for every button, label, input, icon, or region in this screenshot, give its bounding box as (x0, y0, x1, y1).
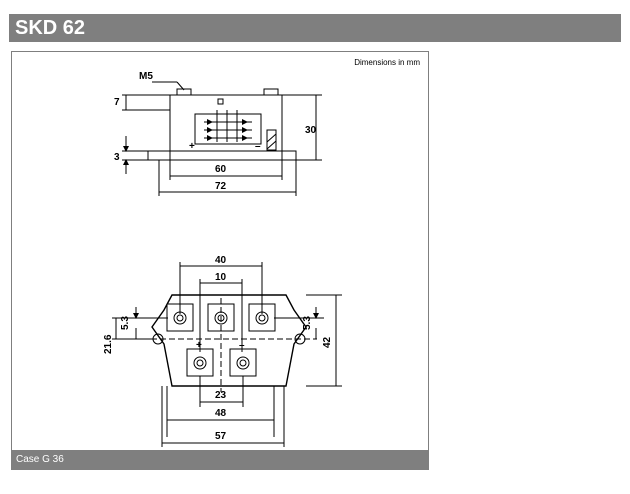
top-dim-57: 57 (215, 431, 227, 442)
case-label: Case G 36 (12, 450, 428, 469)
top-dim-10: 10 (215, 272, 227, 283)
top-terminal-minus (229, 348, 257, 377)
top-dim-5-3-left: 5.3 (120, 316, 131, 330)
side-minus-mark: – (255, 141, 261, 152)
side-dim-30: 30 (305, 125, 317, 136)
side-hatch (266, 129, 277, 151)
side-dim-3: 3 (114, 152, 120, 163)
side-view (122, 81, 322, 196)
top-dim-5-3-right: 5.3 (302, 316, 313, 330)
page-title: SKD 62 (9, 14, 621, 42)
top-minus-mark: – (239, 340, 245, 351)
top-dim-42: 42 (322, 336, 333, 348)
side-dim-60: 60 (215, 164, 227, 175)
drawing-frame: Dimensions in mm (11, 51, 429, 470)
top-dim-48: 48 (215, 408, 227, 419)
top-dim-21-6: 21.6 (103, 334, 114, 354)
side-screw-left (176, 88, 192, 96)
top-view-labels: 40 10 5.3 21.6 5.3 42 23 48 57 + – (103, 255, 333, 442)
top-dim-40: 40 (215, 255, 227, 266)
dimensions-note: Dimensions in mm (354, 58, 420, 67)
side-small-tab (217, 98, 224, 105)
side-dim-7: 7 (114, 97, 120, 108)
side-body (169, 94, 283, 152)
top-dim-23: 23 (215, 390, 227, 401)
side-schematic-box (194, 113, 262, 145)
side-screw-right (263, 88, 279, 96)
side-view-labels: M5 7 3 30 60 72 + – (114, 71, 317, 192)
top-terminal-1 (166, 303, 194, 332)
top-terminal-3 (248, 303, 276, 332)
side-plus-mark: + (189, 141, 195, 152)
technical-drawing: M5 7 3 30 60 72 + – (103, 71, 342, 447)
side-thread-label: M5 (139, 71, 153, 82)
top-terminal-plus (186, 348, 214, 377)
top-plus-mark: + (196, 340, 202, 351)
top-view (112, 262, 342, 447)
side-dim-72: 72 (215, 181, 227, 192)
